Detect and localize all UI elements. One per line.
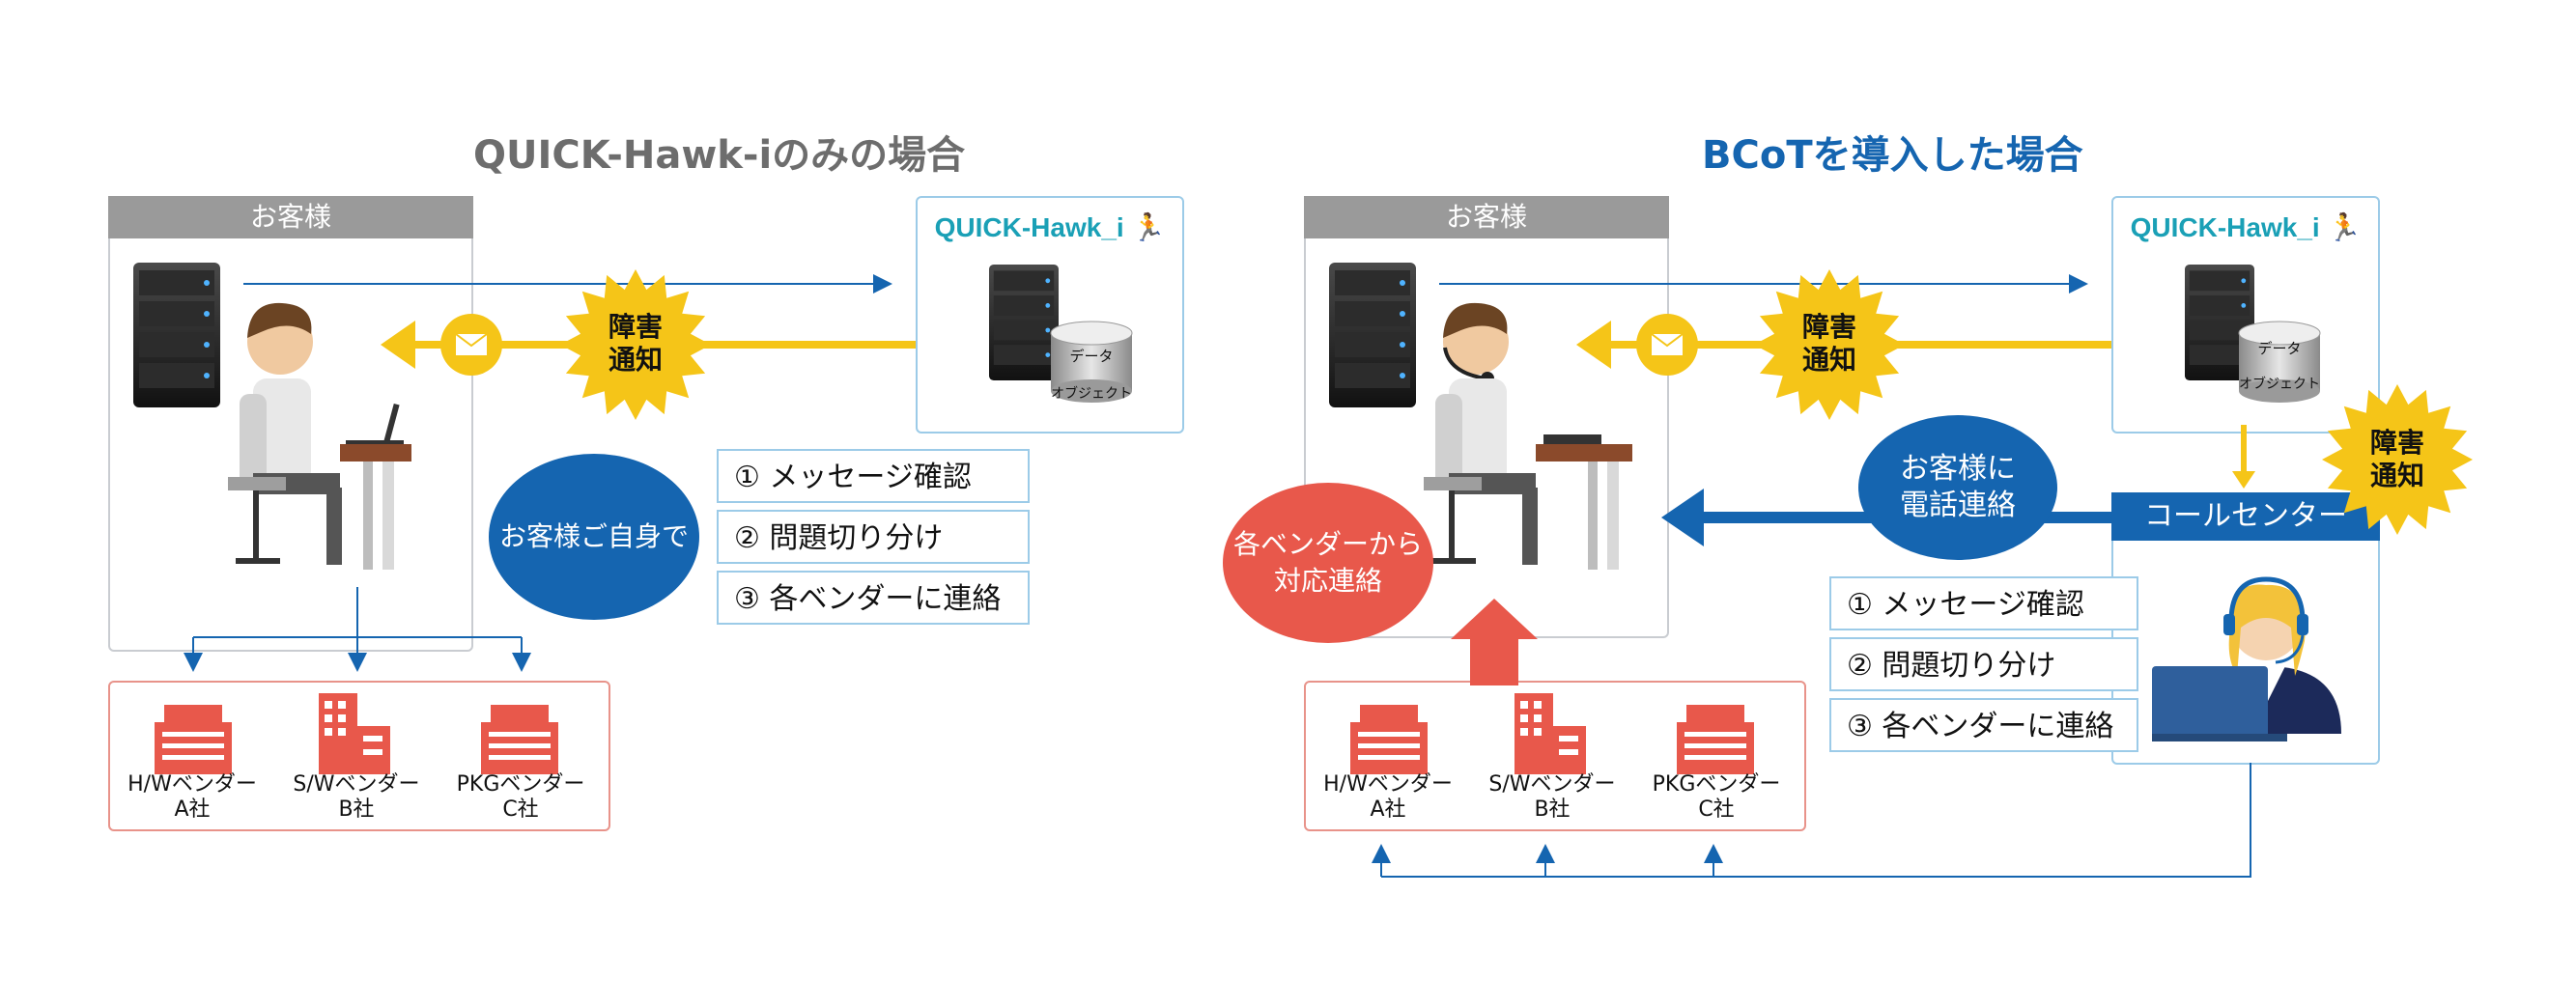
left-qh-server-icon bbox=[989, 265, 1059, 380]
left-vendor-a-label: H/Wベンダー A社 bbox=[127, 772, 257, 822]
right-vendor-c-label: PKGベンダー C社 bbox=[1652, 772, 1781, 822]
left-building-icon-a bbox=[155, 705, 232, 774]
left-step-1: ① メッセージ確認 bbox=[717, 449, 1030, 503]
right-db-text1: データ bbox=[2257, 340, 2301, 357]
right-step-1: ① メッセージ確認 bbox=[1829, 576, 2138, 630]
qh-to-callcenter-arrow bbox=[2232, 425, 2255, 489]
operator-icon bbox=[2152, 576, 2341, 741]
left-building-icon-b bbox=[319, 693, 390, 774]
phone-contact-bubble: お客様に 電話連絡 bbox=[1858, 415, 2057, 560]
left-database-icon bbox=[1050, 321, 1133, 403]
running-man-icon: 🏃 bbox=[1131, 212, 1166, 242]
right-alert-text-2: 障害 通知 bbox=[2369, 427, 2424, 491]
right-building-icon-c bbox=[1677, 705, 1754, 774]
right-db-text2: オブジェクト bbox=[2239, 376, 2320, 392]
left-person-at-desk-icon bbox=[228, 302, 411, 570]
right-alert-burst-2 bbox=[2322, 384, 2473, 535]
left-server-icon bbox=[133, 263, 220, 407]
right-step-3: ③ 各ベンダーに連絡 bbox=[1829, 698, 2138, 752]
left-step-2: ② 問題切り分け bbox=[717, 510, 1030, 564]
left-qh-title: QUICK-Hawk_i 🏃 bbox=[934, 212, 1166, 242]
left-alert-burst bbox=[560, 269, 711, 420]
right-vendor-a-label: H/Wベンダー A社 bbox=[1323, 772, 1453, 822]
right-database-icon bbox=[2238, 321, 2321, 403]
right-mail-icon bbox=[1636, 314, 1698, 376]
left-title: QUICK-Hawk-iのみの場合 bbox=[473, 133, 966, 178]
vendor-contact-bubble: 各ベンダーから 対応連絡 bbox=[1223, 483, 1433, 643]
left-db-text2: オブジェクト bbox=[1051, 385, 1132, 402]
left-building-icon-c bbox=[481, 705, 558, 774]
right-person-at-desk-icon bbox=[1424, 302, 1632, 570]
left-vendor-b-label: S/Wベンダー B社 bbox=[293, 772, 420, 822]
right-step-2: ② 問題切り分け bbox=[1829, 637, 2138, 691]
callcenter-label: コールセンター bbox=[2111, 492, 2380, 541]
right-alert-burst bbox=[1754, 269, 1905, 420]
right-alert-text: 障害 通知 bbox=[1801, 311, 1856, 376]
right-qh-title: QUICK-Hawk_i 🏃 bbox=[2130, 212, 2362, 242]
left-db-text1: データ bbox=[1069, 348, 1113, 365]
left-vendor-c-label: PKGベンダー C社 bbox=[456, 772, 585, 822]
left-tree-lines bbox=[192, 587, 523, 666]
left-alert-text: 障害 通知 bbox=[608, 311, 663, 376]
right-server-icon bbox=[1329, 263, 1416, 407]
left-customer-label: お客様 bbox=[108, 196, 473, 238]
left-self-bubble: お客様ご自身で bbox=[489, 454, 699, 620]
vendor-to-customer-arrow bbox=[1451, 599, 1538, 685]
left-mail-icon bbox=[440, 314, 502, 376]
running-man-icon: 🏃 bbox=[2327, 212, 2362, 242]
right-building-icon-b bbox=[1514, 693, 1586, 774]
right-building-icon-a bbox=[1350, 705, 1428, 774]
callcenter-to-vendors-lines bbox=[1380, 763, 2251, 878]
right-title: BCoTを導入した場合 bbox=[1702, 133, 2083, 178]
right-vendor-b-label: S/Wベンダー B社 bbox=[1488, 772, 1616, 822]
left-step-3: ③ 各ベンダーに連絡 bbox=[717, 571, 1030, 625]
right-customer-label: お客様 bbox=[1304, 196, 1669, 238]
